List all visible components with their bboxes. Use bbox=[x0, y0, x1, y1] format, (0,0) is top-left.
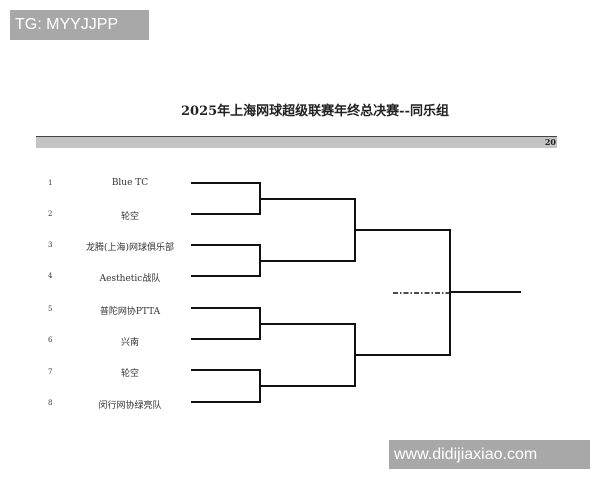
bracket-match-1-2 bbox=[191, 182, 261, 215]
team-name: Aesthetic战队 bbox=[99, 274, 161, 284]
seed-number: 5 bbox=[48, 305, 53, 313]
team-name: Blue TC bbox=[111, 178, 149, 188]
bracket-semi-bottom bbox=[260, 323, 356, 387]
header-bar-number: 20 bbox=[544, 137, 556, 147]
seed-number: 8 bbox=[48, 399, 53, 407]
bracket-match-5-6 bbox=[191, 307, 261, 340]
seed-number: 3 bbox=[48, 241, 53, 249]
team-name: 闵行网协绿亮队 bbox=[98, 401, 162, 411]
bracket-match-7-8 bbox=[191, 369, 261, 403]
seed-number: 4 bbox=[48, 272, 53, 280]
seed-number: 6 bbox=[48, 336, 53, 344]
team-name: 兴南 bbox=[120, 338, 139, 348]
bracket-match-3-4 bbox=[191, 244, 261, 277]
team-name: 普陀网协PTTA bbox=[99, 307, 161, 317]
header-bar: 20 bbox=[36, 136, 557, 148]
seed-number: 7 bbox=[48, 368, 53, 376]
team-name: 龙腾(上海)网球俱乐部 bbox=[85, 243, 175, 253]
seed-number: 2 bbox=[48, 210, 53, 218]
team-name: 轮空 bbox=[120, 212, 139, 222]
seed-number: 1 bbox=[48, 179, 53, 187]
page-title: 2025年上海网球超级联赛年终总决赛--同乐组 bbox=[181, 104, 449, 119]
watermark-top-left: TG: MYYJJPP bbox=[10, 10, 149, 40]
watermark-bottom-right: www.didijiaxiao.com bbox=[389, 440, 590, 469]
bracket-semi-top bbox=[260, 198, 356, 262]
team-name: 轮空 bbox=[120, 369, 139, 379]
